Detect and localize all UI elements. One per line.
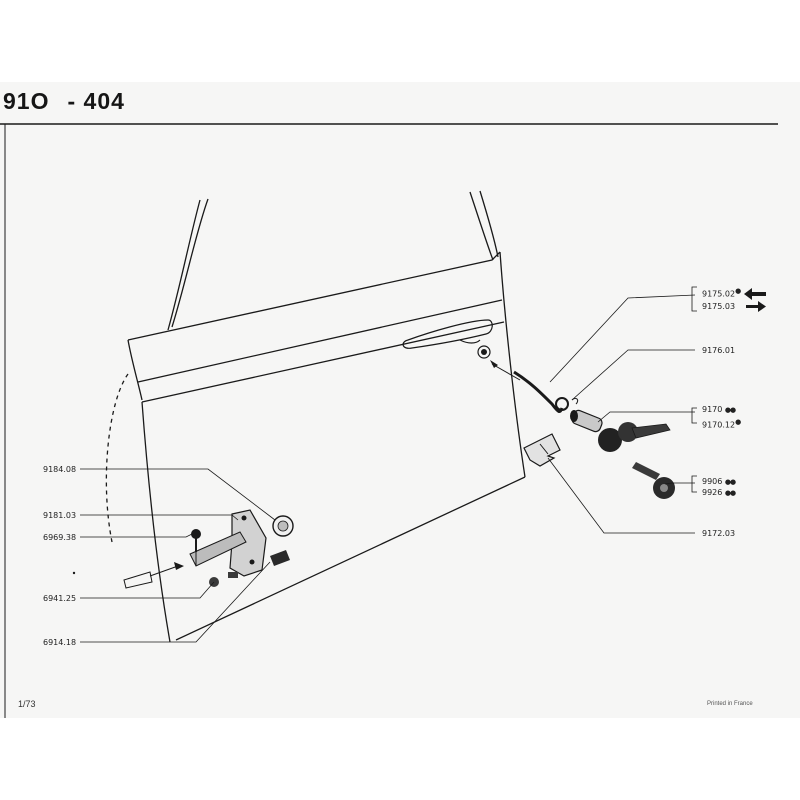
retaining-fork — [523, 433, 561, 467]
door-check-strap — [189, 509, 267, 577]
left-leader-lines — [80, 468, 276, 643]
callout-9175-02-mark: ● — [735, 287, 741, 295]
callout-9170-12-text: 9170.12 — [702, 420, 736, 430]
lock-cylinder — [570, 409, 671, 452]
callout-9176-01: 9176.01 — [702, 346, 735, 355]
dot-mark — [72, 571, 76, 575]
pillar-bracket — [123, 562, 184, 589]
model-code: - 404 — [67, 88, 125, 114]
lock-rod — [513, 370, 564, 413]
screw — [270, 550, 290, 566]
right-hand-arrow-icon — [746, 301, 766, 312]
callout-9170-12: 9170.12● — [702, 418, 741, 430]
left-hand-arrow-icon — [744, 288, 766, 300]
callout-9926-text: 9926 — [702, 488, 723, 497]
callout-6941-25: 6941.25 — [43, 594, 77, 603]
rod-bushing — [555, 397, 569, 411]
page-title: 91O - 404 — [3, 88, 125, 115]
callout-9170-12-mark: ● — [735, 418, 741, 426]
callout-9176-01-text: 9176.01 — [702, 346, 736, 355]
nut — [209, 572, 238, 587]
callout-9184-08: 9184.08 — [43, 465, 77, 474]
callout-9170: 9170 ●● — [702, 405, 736, 415]
page-number: 1/73 — [18, 699, 36, 709]
callout-9926-mark: ●● — [724, 489, 736, 497]
printed-note: Printed in France — [707, 701, 753, 707]
callout-6914-18: 6914.18 — [43, 638, 77, 647]
spare-keys — [632, 462, 675, 499]
callout-9906-mark: ●● — [724, 478, 736, 486]
callout-9170-text: 9170 — [702, 405, 723, 414]
callout-9175-03-text: 9175.03 — [702, 302, 736, 311]
section-code: 91O — [3, 88, 50, 114]
parts-diagram-sheet: 91O - 404 — [0, 82, 800, 718]
callout-9906-text: 9906 — [702, 477, 723, 486]
callout-6969-38: 6969.38 — [43, 533, 77, 542]
callout-9181-03: 9181.03 — [43, 511, 77, 520]
insert-arrow — [491, 363, 521, 381]
callout-9175-02-text: 9175.02 — [702, 289, 736, 299]
callout-9175-03: 9175.03 — [702, 302, 735, 311]
callout-9175-02: 9175.02● — [702, 287, 741, 299]
door-handle — [402, 319, 493, 349]
right-leader-lines — [547, 286, 697, 534]
callout-9926: 9926 ●● — [702, 488, 736, 498]
door-outline — [105, 190, 526, 643]
insert-arrow-head — [490, 360, 498, 368]
callout-9172-03-text: 9172.03 — [702, 529, 736, 538]
callout-9172-03: 9172.03 — [702, 529, 735, 538]
lock-barrel-on-door — [477, 345, 491, 359]
exploded-view-drawing — [0, 123, 778, 718]
callout-9170-mark: ●● — [724, 406, 736, 414]
callout-9906: 9906 ●● — [702, 477, 736, 487]
rubber-cap — [272, 515, 294, 537]
